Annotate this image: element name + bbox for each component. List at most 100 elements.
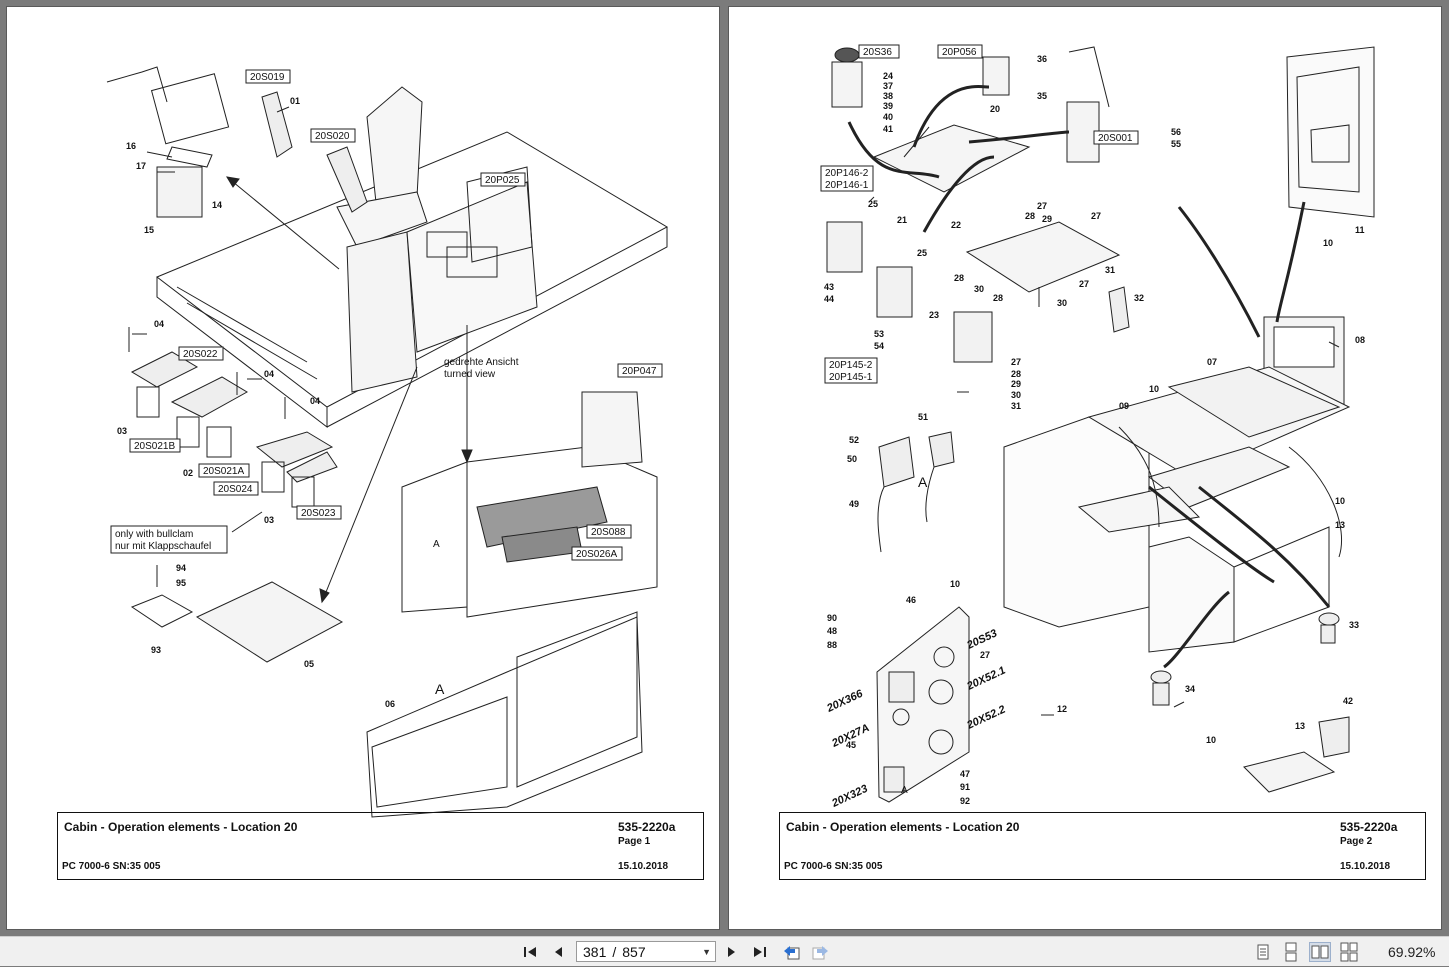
label-20X323: 20X323 bbox=[829, 783, 869, 810]
machine-model: PC 7000-6 SN:35 005 bbox=[784, 861, 883, 872]
callout-45: 45 bbox=[846, 740, 856, 750]
callout-11: 11 bbox=[1355, 225, 1365, 235]
label-20P146-2: 20P146-2 bbox=[825, 168, 869, 179]
callout-05: 05 bbox=[304, 659, 314, 669]
callout-17: 17 bbox=[136, 161, 146, 171]
callout-29a: 29 bbox=[1042, 214, 1052, 224]
callout-06: 06 bbox=[385, 699, 395, 709]
callout-33: 33 bbox=[1349, 620, 1359, 630]
callout-32: 32 bbox=[1134, 293, 1144, 303]
facing-view-icon[interactable] bbox=[1309, 942, 1331, 962]
callout-04a: 04 bbox=[154, 319, 164, 329]
callout-10c: 10 bbox=[1335, 496, 1345, 506]
callout-02: 02 bbox=[183, 468, 193, 478]
document-number: 535-2220a bbox=[618, 820, 676, 834]
callout-48: 48 bbox=[827, 626, 837, 636]
callout-31a: 31 bbox=[1105, 265, 1115, 275]
callout-14: 14 bbox=[212, 200, 222, 210]
continuous-view-icon[interactable] bbox=[1280, 942, 1302, 962]
callout-52: 52 bbox=[849, 435, 859, 445]
last-page-icon[interactable] bbox=[750, 943, 770, 961]
callout-40: 40 bbox=[883, 112, 893, 122]
callout-28a: 28 bbox=[1025, 211, 1035, 221]
callout-20: 20 bbox=[990, 104, 1000, 114]
callout-28b: 28 bbox=[954, 273, 964, 283]
callout-30c: 30 bbox=[1011, 390, 1021, 400]
label-20S020: 20S020 bbox=[315, 131, 350, 142]
document-number: 535-2220a bbox=[1340, 820, 1398, 834]
callout-42: 42 bbox=[1343, 696, 1353, 706]
callout-29b: 29 bbox=[1011, 379, 1021, 389]
label-20S53: 20S53 bbox=[964, 627, 999, 652]
label-20S021B: 20S021B bbox=[134, 441, 175, 452]
callout-25a: 25 bbox=[868, 199, 878, 209]
page-label: Page 1 bbox=[618, 836, 651, 847]
page-number-field[interactable]: 381 / 857 ▼ bbox=[576, 941, 716, 962]
previous-page-icon[interactable] bbox=[548, 943, 568, 961]
title-block-page-1: Cabin - Operation elements - Location 20… bbox=[57, 812, 704, 880]
label-20X366: 20X366 bbox=[824, 687, 865, 715]
callout-90: 90 bbox=[827, 613, 837, 623]
single-page-view-icon[interactable] bbox=[1252, 942, 1274, 962]
zoom-level[interactable]: 69.92% bbox=[1388, 944, 1436, 960]
callout-24: 24 bbox=[883, 71, 893, 81]
callout-22: 22 bbox=[951, 220, 961, 230]
callout-04b: 04 bbox=[264, 369, 274, 379]
callout-12: 12 bbox=[1057, 704, 1067, 714]
callout-37: 37 bbox=[883, 81, 893, 91]
callout-95: 95 bbox=[176, 578, 186, 588]
callout-35: 35 bbox=[1037, 91, 1047, 101]
label-20X52-2: 20X52.2 bbox=[964, 704, 1007, 733]
title-block-page-2: Cabin - Operation elements - Location 20… bbox=[779, 812, 1426, 880]
callout-54: 54 bbox=[874, 341, 884, 351]
cabin-drawing-page-2: 20S36 20P056 20S001 20P146-2 20P146-1 20… bbox=[820, 44, 1375, 810]
callout-03b: 03 bbox=[264, 515, 274, 525]
callout-36: 36 bbox=[1037, 54, 1047, 64]
label-20P146-1: 20P146-1 bbox=[825, 180, 869, 191]
label-20P145-1: 20P145-1 bbox=[829, 372, 873, 383]
callout-93: 93 bbox=[151, 645, 161, 655]
page-label: Page 2 bbox=[1340, 836, 1373, 847]
callout-56: 56 bbox=[1171, 127, 1181, 137]
callout-27b: 27 bbox=[1091, 211, 1101, 221]
callout-21: 21 bbox=[897, 215, 907, 225]
callout-47: 47 bbox=[960, 769, 970, 779]
document-date: 15.10.2018 bbox=[618, 861, 669, 872]
continuous-facing-view-icon[interactable] bbox=[1338, 942, 1360, 962]
callout-51: 51 bbox=[918, 412, 928, 422]
drawing-title: Cabin - Operation elements - Location 20 bbox=[786, 820, 1020, 834]
callout-04c: 04 bbox=[310, 396, 320, 406]
page-separator: / bbox=[612, 943, 617, 960]
document-date: 15.10.2018 bbox=[1340, 861, 1391, 872]
callout-92: 92 bbox=[960, 796, 970, 806]
label-20P145-2: 20P145-2 bbox=[829, 360, 873, 371]
callout-30a: 30 bbox=[974, 284, 984, 294]
label-20S021A: 20S021A bbox=[203, 466, 244, 477]
next-view-icon[interactable] bbox=[810, 943, 830, 961]
chevron-down-icon[interactable]: ▼ bbox=[702, 946, 711, 957]
callout-27d: 27 bbox=[1011, 357, 1021, 367]
first-page-icon[interactable] bbox=[520, 943, 540, 961]
next-page-icon[interactable] bbox=[722, 943, 742, 961]
callout-23: 23 bbox=[929, 310, 939, 320]
note-bullclam-en: only with bullclam bbox=[115, 529, 193, 540]
callout-34: 34 bbox=[1185, 684, 1195, 694]
note-turned-view-en: turned view bbox=[444, 369, 496, 380]
label-20S026A: 20S026A bbox=[576, 549, 617, 560]
document-page-2: 20S36 20P056 20S001 20P146-2 20P146-1 20… bbox=[728, 6, 1442, 930]
detail-a-label: A bbox=[435, 681, 445, 697]
callout-38: 38 bbox=[883, 91, 893, 101]
callout-53: 53 bbox=[874, 329, 884, 339]
total-pages-value: 857 bbox=[622, 943, 646, 960]
previous-view-icon[interactable] bbox=[782, 943, 802, 961]
label-20S36: 20S36 bbox=[863, 47, 892, 58]
note-bullclam-de: nur mit Klappschaufel bbox=[115, 541, 211, 552]
callout-13b: 13 bbox=[1295, 721, 1305, 731]
callout-46: 46 bbox=[906, 595, 916, 605]
callout-10e: 10 bbox=[1206, 735, 1216, 745]
label-20S001: 20S001 bbox=[1098, 133, 1133, 144]
view-a-marker: A bbox=[918, 474, 928, 490]
callout-30b: 30 bbox=[1057, 298, 1067, 308]
callout-28d: 28 bbox=[1011, 369, 1021, 379]
cabin-drawing-page-1: 20S019 20S020 20P025 20S022 20S021B 20S0… bbox=[106, 66, 669, 818]
